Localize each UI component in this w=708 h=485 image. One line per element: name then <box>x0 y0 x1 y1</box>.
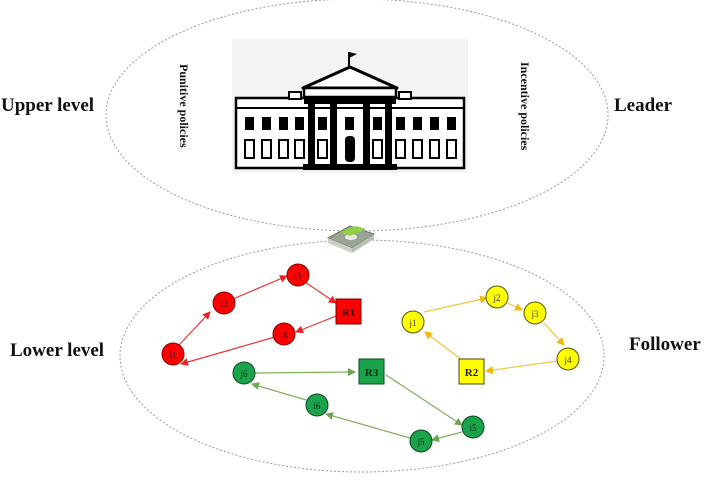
node-j1: j1 <box>401 310 425 334</box>
svg-text:R2: R2 <box>465 367 479 379</box>
upper-level-label: Upper level <box>1 95 95 116</box>
lower-level-label: Lower level <box>10 340 105 361</box>
node-j5: j5 <box>409 429 433 453</box>
node-i1: i1 <box>161 342 185 366</box>
money-stack-icon <box>326 225 376 253</box>
node-R1: R1 <box>335 298 362 325</box>
svg-text:i5: i5 <box>469 423 477 433</box>
node-j4: j4 <box>556 347 580 371</box>
node-j3: j3 <box>523 301 547 325</box>
svg-text:i4: i4 <box>280 330 288 340</box>
node-i2: i2 <box>212 291 236 315</box>
node-i4: i4 <box>272 322 296 346</box>
svg-text:j5: j5 <box>416 437 425 447</box>
svg-text:i2: i2 <box>220 299 227 309</box>
svg-text:j4: j4 <box>563 355 572 365</box>
government-building-icon <box>232 39 468 173</box>
node-i6: i6 <box>305 393 329 417</box>
svg-text:i6: i6 <box>313 401 321 411</box>
svg-text:j2: j2 <box>492 293 500 303</box>
svg-text:R1: R1 <box>342 307 355 319</box>
incentive-policies-label: Incentive policies <box>518 62 532 151</box>
svg-text:R3: R3 <box>365 367 379 379</box>
svg-text:j6: j6 <box>239 369 248 379</box>
svg-text:i1: i1 <box>169 350 176 360</box>
svg-text:j3: j3 <box>530 309 539 319</box>
node-i3: i3 <box>286 263 310 287</box>
svg-text:i3: i3 <box>294 271 302 281</box>
node-R2: R2 <box>458 358 485 385</box>
node-j6: j6 <box>232 361 256 385</box>
node-R3: R3 <box>358 358 385 385</box>
leader-label: Leader <box>614 95 673 116</box>
punitive-policies-label: Punitive policies <box>177 64 191 148</box>
node-i5: i5 <box>461 415 485 439</box>
svg-text:j1: j1 <box>408 318 416 328</box>
follower-label: Follower <box>629 334 701 355</box>
lower-level-ellipse <box>119 239 605 473</box>
node-j2: j2 <box>485 285 509 309</box>
